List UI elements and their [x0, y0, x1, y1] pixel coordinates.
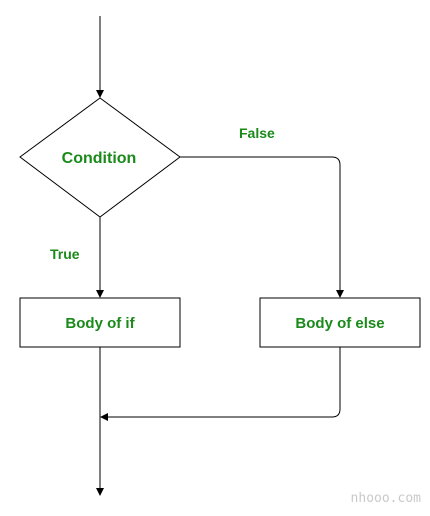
- false-branch-label: False: [239, 125, 275, 141]
- if-body-box: [19, 297, 181, 348]
- if-body-label: Body of if: [65, 315, 135, 332]
- entry-arrowhead: [96, 90, 104, 98]
- else-merge-line: [108, 347, 341, 418]
- condition-label: Condition: [62, 150, 137, 167]
- merge-arrowhead: [100, 413, 108, 421]
- true-branch-arrowhead: [96, 290, 104, 298]
- false-branch-arrowhead: [336, 290, 344, 298]
- exit-arrowhead: [96, 488, 104, 496]
- watermark-text: nhooo.com: [351, 491, 422, 506]
- else-body-label: Body of else: [295, 315, 384, 332]
- false-branch-line: [180, 156, 341, 290]
- true-branch-label: True: [50, 246, 80, 262]
